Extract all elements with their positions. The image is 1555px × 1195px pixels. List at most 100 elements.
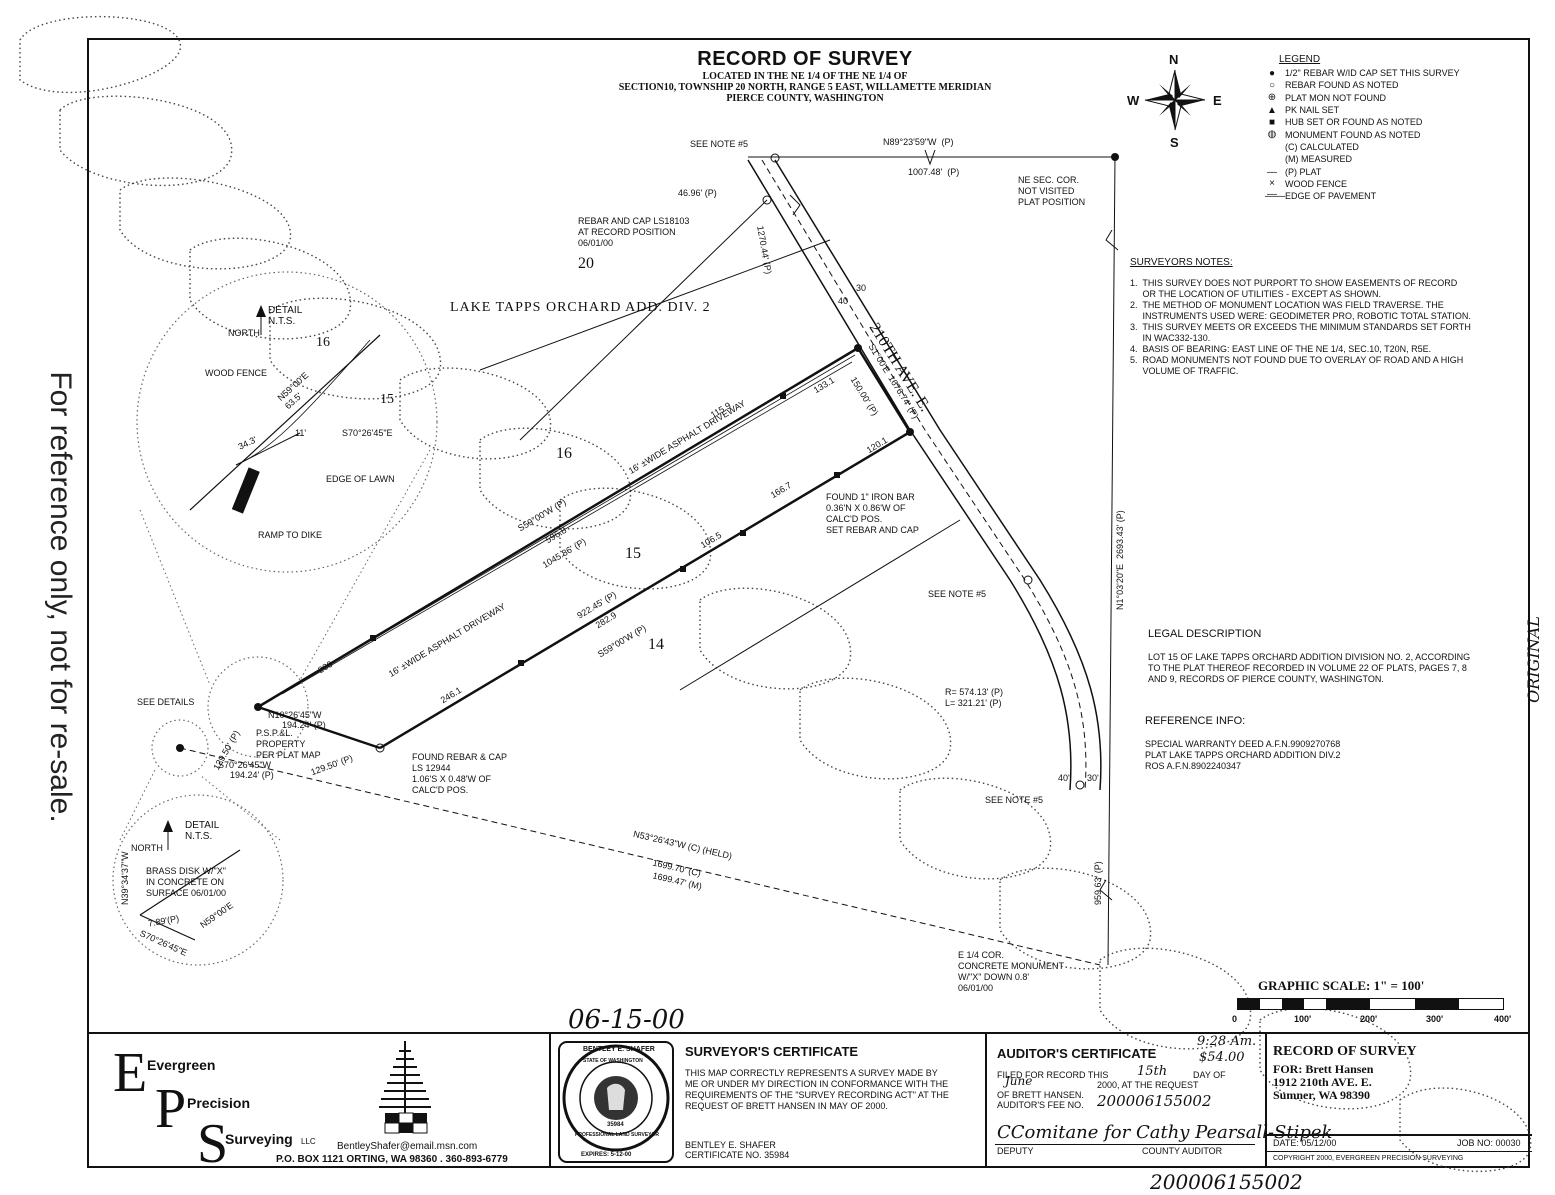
auditor-line4: AUDITOR'S FEE NO. <box>997 1100 1084 1110</box>
scale-tick-400: 400' <box>1494 1014 1512 1024</box>
note-line: 3. THIS SURVEY MEETS OR EXCEEDS THE MINI… <box>1130 322 1471 332</box>
legend-text: WOOD FENCE <box>1285 178 1347 189</box>
record-date: DATE: 05/12/00 <box>1273 1138 1337 1148</box>
legend-item: ■HUB SET OR FOUND AS NOTED <box>1265 116 1460 128</box>
legend-symbol-icon: ⊕ <box>1267 92 1277 104</box>
auditor-signature: CComitane for Cathy Pearsall-Stipek <box>997 1122 1333 1143</box>
graphic-scale-title: GRAPHIC SCALE: 1" = 100' <box>1258 978 1425 993</box>
legend-symbol-icon: ◍ <box>1267 129 1277 141</box>
compass-w: W <box>1127 93 1140 108</box>
stamp-date: 06-15-00 <box>568 1005 685 1035</box>
record-addr2: Sumner, WA 98390 <box>1273 1088 1371 1102</box>
note-line: 2. THE METHOD OF MONUMENT LOCATION WAS F… <box>1130 300 1444 310</box>
seal-prof: PROFESSIONAL LAND SURVEYOR <box>575 1132 659 1138</box>
auditor-fee: $54.00 <box>1199 1050 1245 1065</box>
detail1-lot16: 16 <box>316 335 330 350</box>
label-lake-tapps: LAKE TAPPS ORCHARD ADD. DIV. 2 <box>450 300 711 315</box>
graphic-scale-bar <box>1237 998 1504 1010</box>
label-road-30b: 30' <box>1087 773 1099 783</box>
label-pspl: P.S.P.&L. PROPERTY PER PLAT MAP <box>256 728 321 760</box>
legal-line: AND 9, RECORDS OF PIERCE COUNTY, WASHING… <box>1148 674 1384 684</box>
legal-list: LOT 15 OF LAKE TAPPS ORCHARD ADDITION DI… <box>1148 652 1470 685</box>
detail2-n39: N39°34'37"W <box>120 851 130 905</box>
surveyors-notes: SURVEYORS NOTES: 1. THIS SURVEY DOES NOT… <box>1130 257 1471 377</box>
label-lot15: 15 <box>625 545 641 562</box>
label-rebar-cap: REBAR AND CAP LS18103 AT RECORD POSITION… <box>578 216 690 248</box>
scale-tick-200: 200' <box>1360 1014 1378 1024</box>
label-found-rebar: FOUND REBAR & CAP LS 12944 1.06'S X 0.48… <box>412 752 508 795</box>
detail1-s70: S70°26'45"E <box>342 428 393 438</box>
surveyor-cert-no: CERTIFICATE NO. 35984 <box>685 1150 790 1160</box>
auditor-month: June <box>1005 1074 1033 1088</box>
reference-info: REFERENCE INFO: SPECIAL WARRANTY DEED A.… <box>1145 715 1341 772</box>
legend-item: (P) PLAT <box>1265 165 1460 177</box>
header-sub1: LOCATED IN THE NE 1/4 OF THE NE 1/4 OF <box>702 71 908 82</box>
auditor-cert-title: AUDITOR'S CERTIFICATE <box>997 1046 1157 1061</box>
note-line: VOLUME OF TRAFFIC. <box>1130 366 1239 376</box>
legend-text: 1/2" REBAR W/ID CAP SET THIS SURVEY <box>1285 68 1460 79</box>
record-job: JOB NO: 00030 <box>1457 1138 1521 1148</box>
reference-title: REFERENCE INFO: <box>1145 715 1246 727</box>
label-e14-corner: E 1/4 COR. CONCRETE MONUMENT W/"X" DOWN … <box>958 950 1064 993</box>
seal-cell: BENTLEY E. SHAFER STATE OF WASHINGTON PR… <box>549 1034 679 1168</box>
note-line: OR THE LOCATION OF UTILITIES - EXCEPT AS… <box>1130 289 1382 299</box>
company-block: E Evergreen P Precision S Surveying LLC … <box>105 1039 545 1175</box>
legend-item: —×—WOOD FENCE <box>1265 167 1460 200</box>
record-addr1: 1912 210th AVE. E. <box>1273 1075 1372 1089</box>
reference-line: SPECIAL WARRANTY DEED A.F.N.9909270768 <box>1145 739 1341 749</box>
auditor-day-of: DAY OF <box>1193 1070 1226 1080</box>
label-road-30: 30 <box>856 283 867 293</box>
reference-line: ROS A.F.N.8902240347 <box>1145 761 1242 771</box>
detail1-north: NORTH <box>228 328 260 338</box>
seal-reg: 35984 <box>607 1122 624 1128</box>
auditor-certificate: AUDITOR'S CERTIFICATE 9:28 Am. $54.00 FI… <box>985 1034 1332 1168</box>
watermark-graphic <box>19 15 1532 1172</box>
legal-title: LEGAL DESCRIPTION <box>1148 628 1262 640</box>
record-copyright: COPYRIGHT 2000, EVERGREEN PRECISION SURV… <box>1273 1155 1464 1162</box>
legal-description: LEGAL DESCRIPTION LOT 15 OF LAKE TAPPS O… <box>1148 628 1470 685</box>
note-line: IN WAC332-130. <box>1130 333 1211 343</box>
label-bearing-n10: N10°26'45"W <box>268 710 322 720</box>
legend-text: HUB SET OR FOUND AS NOTED <box>1285 117 1423 128</box>
detail2-brass: BRASS DISK W/"X" IN CONCRETE ON SURFACE … <box>146 866 227 898</box>
compass-rose-icon <box>1144 69 1206 131</box>
label-bearing-s70: S70°26'45"W <box>218 760 272 770</box>
note-line: 5. ROAD MONUMENTS NOT FOUND DUE TO OVERL… <box>1130 355 1464 365</box>
auditor-line3: OF BRETT HANSEN. <box>997 1090 1084 1100</box>
detail2-north: NORTH <box>131 843 163 853</box>
record-block: RECORD OF SURVEY FOR: Brett Hansen 1912 … <box>1265 1034 1532 1168</box>
label-road-40b: 40' <box>1058 773 1070 783</box>
legend-text: REBAR FOUND AS NOTED <box>1285 80 1399 91</box>
note-line: 1. THIS SURVEY DOES NOT PURPORT TO SHOW … <box>1130 278 1458 288</box>
legend-item: ○REBAR FOUND AS NOTED <box>1265 79 1460 91</box>
seal-state: STATE OF WASHINGTON <box>583 1058 643 1064</box>
label-dist-top: 1007.48' (P) <box>908 167 960 177</box>
auditor-time: 9:28 Am. <box>1197 1034 1257 1049</box>
legend-text: (C) CALCULATED <box>1285 141 1359 152</box>
note-line: 4. BASIS OF BEARING: EAST LINE OF THE NE… <box>1130 344 1432 354</box>
page-title: RECORD OF SURVEY <box>697 48 913 70</box>
legend-symbol-icon: —— <box>1265 190 1285 202</box>
detail1-11: 11' <box>295 428 307 438</box>
legal-line: LOT 15 OF LAKE TAPPS ORCHARD ADDITION DI… <box>1148 652 1471 662</box>
detail1-ramp: RAMP TO DIKE <box>258 530 323 540</box>
auditor-fee-no: 200006155002 <box>1097 1092 1212 1110</box>
label-dist-4696: 46.96' (P) <box>678 188 717 198</box>
company-email: BentleyShafer@email.msn.com <box>337 1141 478 1152</box>
note-line: INSTRUMENTS USED WERE: GEODIMETER PRO, R… <box>1130 311 1471 321</box>
legend-item: ⊕ PLAT MON NOT FOUND <box>1265 92 1460 104</box>
legend-text: PK NAIL SET <box>1285 105 1340 116</box>
label-curve: R= 574.13' (P) L= 321.21' (P) <box>945 687 1003 708</box>
legend-item: ——EDGE OF PAVEMENT <box>1265 190 1460 202</box>
legend-list: ●1/2" REBAR W/ID CAP SET THIS SURVEY○REB… <box>1265 67 1460 202</box>
label-found-bar: FOUND 1" IRON BAR 0.36'N X 0.86'W OF CAL… <box>826 492 919 535</box>
legend-text: PLAT MON NOT FOUND <box>1285 92 1387 103</box>
company-line3: Surveying <box>225 1131 293 1147</box>
record-title: RECORD OF SURVEY <box>1273 1044 1417 1059</box>
label-east-line: N1°03'20"E 2693.43' (P) <box>1115 510 1125 610</box>
surveyor-cert-body: THIS MAP CORRECTLY REPRESENTS A SURVEY M… <box>685 1068 949 1111</box>
legend-item: (C) CALCULATED <box>1265 141 1460 153</box>
compass-n: N <box>1169 52 1179 67</box>
